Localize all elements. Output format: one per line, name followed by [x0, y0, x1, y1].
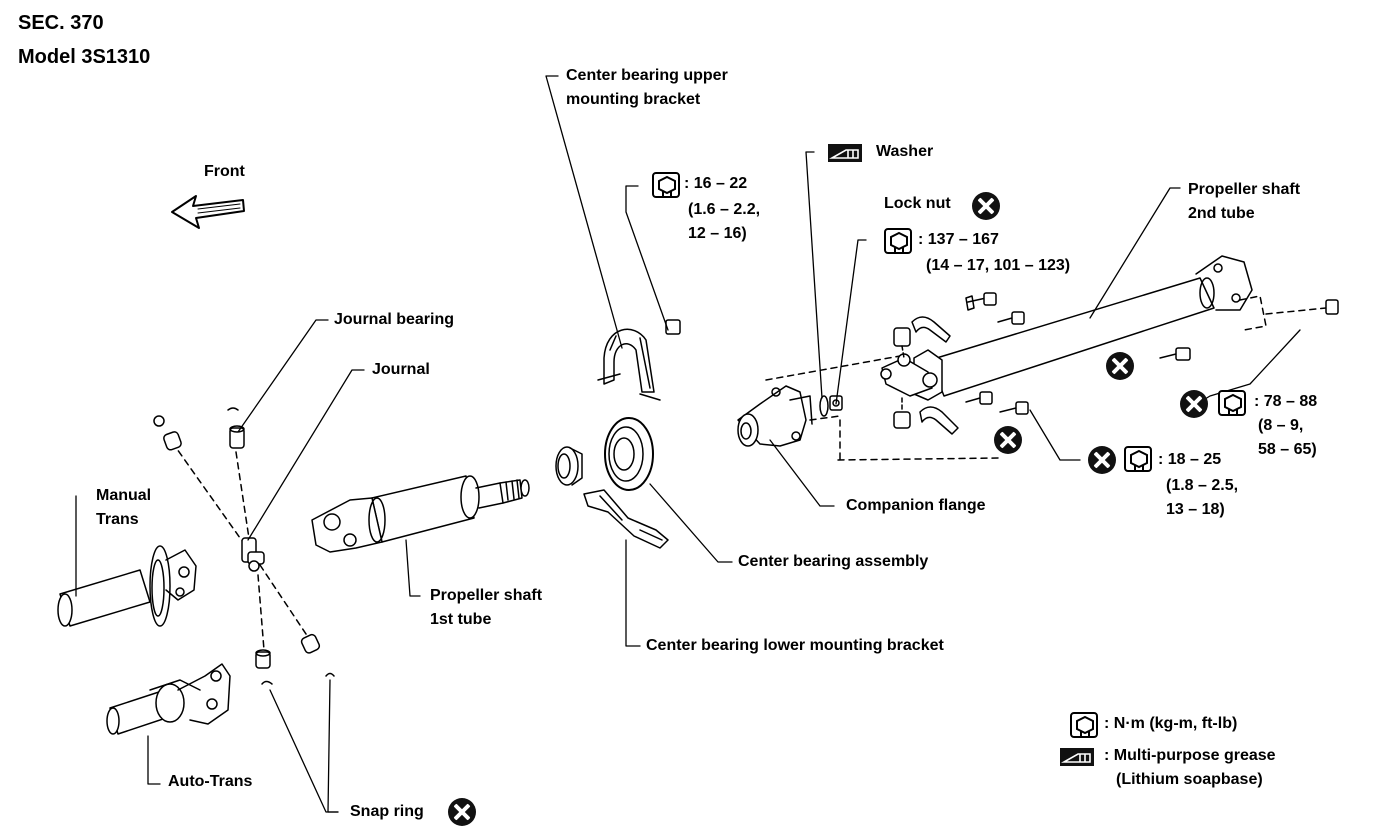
torque-1-metric: (1.6 – 2.2, — [688, 201, 761, 218]
snap-ring-label: Snap ring — [350, 803, 424, 820]
model-number: Model 3S1310 — [18, 46, 151, 68]
front-label: Front — [204, 163, 245, 180]
propeller-shaft-1st-tube — [311, 475, 530, 553]
torque-4-imperial: 13 – 18) — [1166, 501, 1225, 518]
rear-journal — [880, 327, 938, 429]
prop-shaft-1st-label-2: 1st tube — [430, 611, 492, 628]
torque-3-metric: (8 – 9, — [1258, 417, 1304, 434]
manual-trans-label-2: Trans — [96, 511, 139, 528]
washer-label: Washer — [876, 143, 934, 160]
journal-label: Journal — [372, 361, 430, 378]
replace-x-icon — [1088, 446, 1116, 474]
center-bearing-upper-label-2: mounting bracket — [566, 91, 701, 108]
torque-wrench-icon — [652, 172, 680, 198]
legend-torque-unit: : N·m (kg-m, ft-lb) — [1104, 715, 1238, 732]
center-bearing-assembly — [555, 417, 654, 491]
section-number: SEC. 370 — [18, 12, 104, 34]
torque-wrench-icon — [884, 228, 912, 254]
lock-nut-label: Lock nut — [884, 195, 951, 212]
center-bearing-upper-label-1: Center bearing upper — [566, 67, 728, 84]
torque-2-units: (14 – 17, 101 – 123) — [926, 257, 1071, 274]
replace-x-icon — [1106, 352, 1134, 380]
torque-wrench-icon — [1070, 712, 1098, 738]
torque-3-value: : 78 – 88 — [1254, 393, 1318, 410]
prop-shaft-1st-label-1: Propeller shaft — [430, 587, 543, 604]
grease-icon — [828, 144, 862, 162]
legend-grease-1: : Multi-purpose grease — [1104, 747, 1276, 764]
replace-x-icon — [994, 426, 1022, 454]
auto-trans-label: Auto-Trans — [168, 773, 253, 790]
prop-shaft-2nd-label-1: Propeller shaft — [1188, 181, 1301, 198]
center-bearing-assembly-label: Center bearing assembly — [738, 553, 929, 570]
torque-3-imperial: 58 – 65) — [1258, 441, 1317, 458]
journal-bearing-label: Journal bearing — [334, 311, 455, 328]
center-bearing-lower-label: Center bearing lower mounting bracket — [646, 637, 944, 654]
torque-4-metric: (1.8 – 2.5, — [1166, 477, 1239, 494]
manual-trans-label-1: Manual — [96, 487, 152, 504]
grease-icon — [1060, 748, 1094, 766]
front-arrow-icon — [171, 195, 245, 229]
torque-wrench-icon — [1124, 446, 1152, 472]
torque-4-value: : 18 – 25 — [1158, 451, 1222, 468]
center-bearing-lower-bracket — [583, 489, 669, 549]
torque-1-imperial: 12 – 16) — [688, 225, 747, 242]
torque-wrench-icon — [1218, 390, 1246, 416]
clamp-brackets — [911, 292, 1191, 435]
auto-trans-yoke — [106, 663, 231, 735]
manual-trans-yoke — [57, 545, 197, 627]
leader-lines — [75, 75, 1301, 813]
replace-x-icon — [448, 798, 476, 826]
replace-x-icon — [1180, 390, 1208, 418]
center-bearing-upper-bracket — [597, 319, 681, 401]
legend-grease-2: (Lithium soapbase) — [1116, 771, 1263, 788]
washer-locknut — [819, 395, 843, 417]
journal-assembly — [153, 407, 335, 685]
torque-2-value: : 137 – 167 — [918, 231, 999, 248]
companion-flange — [737, 385, 813, 447]
companion-flange-label: Companion flange — [846, 497, 986, 514]
replace-x-icon — [972, 192, 1000, 220]
prop-shaft-2nd-label-2: 2nd tube — [1188, 205, 1255, 222]
torque-1-value: : 16 – 22 — [684, 175, 748, 192]
